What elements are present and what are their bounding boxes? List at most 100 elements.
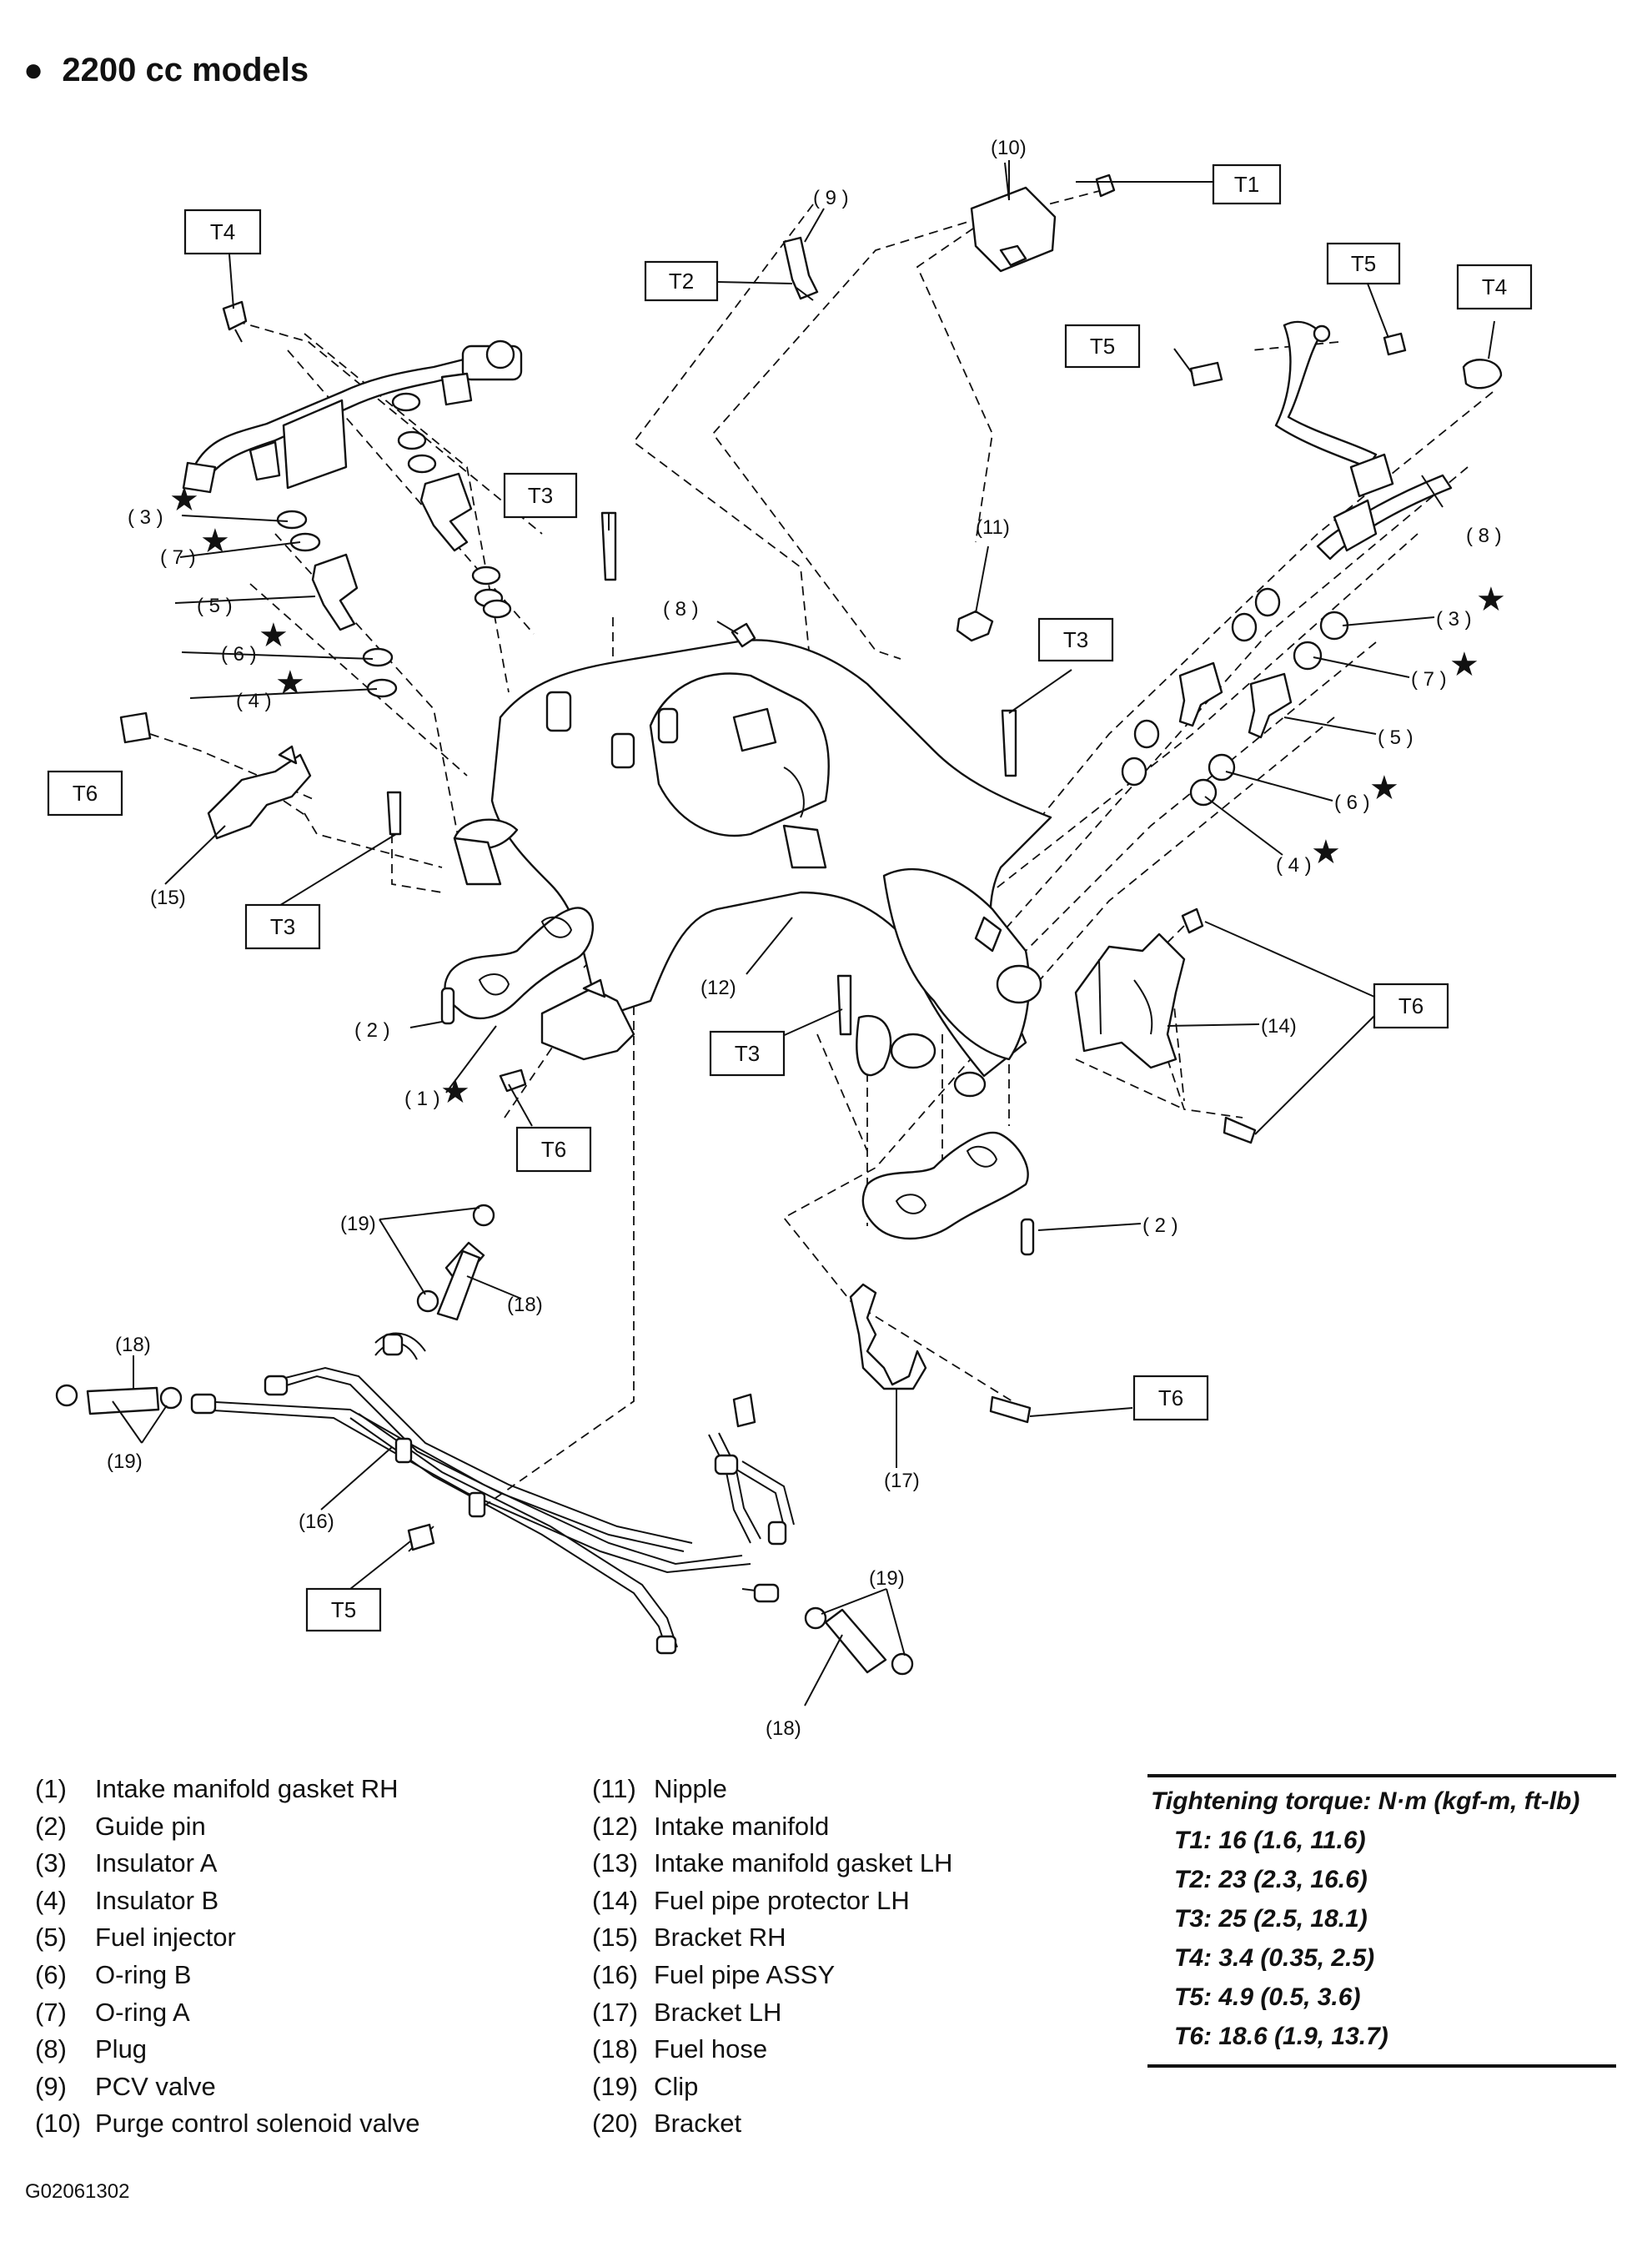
star-7-left: ★ [200,522,230,560]
label-15: (15) [150,887,186,909]
torque-value: T2: 23 (2.3, 16.6) [1174,1866,1368,1893]
small-bracket-rh-side [540,978,635,1061]
label-18-lower: (18) [766,1717,801,1740]
bolt-t3-c [386,791,402,836]
label-7-right: ( 7 ) [1411,668,1447,691]
guide-pin-left [440,987,455,1025]
legend-item: (3)Insulator A [35,1845,419,1883]
legend-item-number: (19) [592,2071,639,2101]
svg-text:T3: T3 [1063,627,1088,652]
star-7-right: ★ [1449,646,1479,684]
torque-bottom-rule [1147,2064,1616,2068]
star-6-right: ★ [1369,769,1399,807]
legend-item-number: (13) [592,1848,639,1878]
bolt-t3-b [1001,709,1017,777]
fuel-injector-rh-b [311,553,359,631]
legend-item: (6) O-ring B [35,1957,419,1994]
legend-item: (19)Clip [592,2069,952,2106]
svg-text:T1: T1 [1234,172,1259,197]
label-8-left: ( 8 ) [663,598,699,621]
label-18-left: (18) [115,1334,151,1356]
bracket-rh [207,745,312,840]
torque-value: T5: 4.9 (0.5, 3.6) [1174,1983,1361,2011]
legend-item-number: (7) [35,1997,67,2027]
intake-manifold-gasket-lh [861,1132,1029,1240]
bolt-t6-d [1223,1116,1257,1144]
leader-lines [112,160,1495,1707]
callout-t3-top: T3 [503,472,578,519]
svg-text:T6: T6 [73,781,98,806]
label-1: ( 1 ) [404,1088,440,1110]
legend-item-number: (3) [35,1848,67,1878]
legend-item: (18)Fuel hose [592,2031,952,2069]
label-10: (10) [991,137,1027,159]
legend-item-name: PCV valve [95,2071,216,2101]
bolt-t4-right [1462,359,1503,390]
label-3-left: ( 3 ) [128,506,163,529]
callout-t5-bottom: T5 [305,1587,382,1632]
legend-item-name: Intake manifold gasket RH [95,1774,399,1803]
bolt-t6-c [1181,907,1204,934]
label-3-right: ( 3 ) [1436,608,1472,631]
rh-seal-rings [276,392,512,698]
bolt-t3-a [600,511,617,581]
legend-item: (16)Fuel pipe ASSY [592,1957,952,1994]
fuel-rail-rh [182,339,523,494]
star-4-right: ★ [1311,833,1341,872]
svg-text:T4: T4 [210,219,235,244]
legend-item-name: Intake manifold [654,1811,830,1841]
intake-manifold-gasket-rh [444,907,595,1020]
callout-t2: T2 [644,260,719,302]
label-6-left: ( 6 ) [221,643,257,666]
bolt-t6-b [499,1068,527,1093]
legend-item-name: O-ring B [95,1959,192,1989]
assembly-guide-lines [149,189,1494,1552]
svg-text:T4: T4 [1482,274,1507,299]
callout-t4-left: T4 [183,209,262,255]
legend-left: (1)Intake manifold gasket RH(2)Guide pin… [35,1771,419,2143]
intake-manifold [453,639,1052,1098]
fuel-hose-upper [436,1241,485,1321]
fuel-hose-lower [824,1608,887,1674]
legend-item: (4)Insulator B [35,1883,419,1920]
purge-control-solenoid-valve [970,162,1057,273]
legend-item-number: (15) [592,1923,639,1953]
svg-text:T3: T3 [735,1041,760,1066]
label-19-lower: (19) [869,1567,905,1590]
fuel-hose-left [86,1386,160,1415]
fuel-injector-lh-a [1178,661,1223,727]
label-16: (16) [299,1511,334,1533]
callout-t3-left: T3 [244,903,321,950]
bracket-lh [849,1283,927,1390]
callout-t5-right: T5 [1326,242,1401,285]
legend-item-name: Bracket LH [654,1997,782,2027]
label-18-upper: (18) [507,1294,543,1316]
figure-code: G02061302 [25,2180,130,2203]
svg-text:T3: T3 [270,914,295,939]
legend-item-name: Insulator B [95,1885,219,1915]
legend-item-number: (6) [35,1959,67,1989]
legend-item: (11)Nipple [592,1771,952,1808]
legend-item: (13)Intake manifold gasket LH [592,1845,952,1883]
page-title: ● 2200 cc models [23,52,309,88]
legend-item: (10)Purge control solenoid valve [35,2105,419,2143]
svg-text:T5: T5 [331,1597,356,1622]
legend-item-name: Nipple [654,1774,727,1803]
fuel-injector-rh-a [419,472,473,552]
callout-t3-center: T3 [709,1030,786,1077]
legend-right: (11)Nipple(12)Intake manifold(13)Intake … [592,1771,952,2143]
torque-values: T1: 16 (1.6, 11.6)T2: 23 (2.3, 16.6)T3: … [1147,1821,1616,2064]
callout-t5-mid: T5 [1064,324,1141,369]
fuel-rail-lh [1274,320,1453,560]
fuel-pipe-protector-lh [1074,932,1186,1069]
legend-item-number: (8) [35,2034,67,2064]
label-4-left: ( 4 ) [236,690,272,712]
label-14: (14) [1261,1015,1297,1038]
bolt-t6-a [119,711,152,744]
legend-item-number: (1) [35,1774,67,1803]
legend-item: (15)Bracket RH [592,1919,952,1957]
bolt-t6-e [989,1395,1032,1424]
bolt-fuel-pipe [732,1393,756,1428]
svg-text:T5: T5 [1351,251,1376,276]
label-2-right: ( 2 ) [1142,1214,1178,1237]
